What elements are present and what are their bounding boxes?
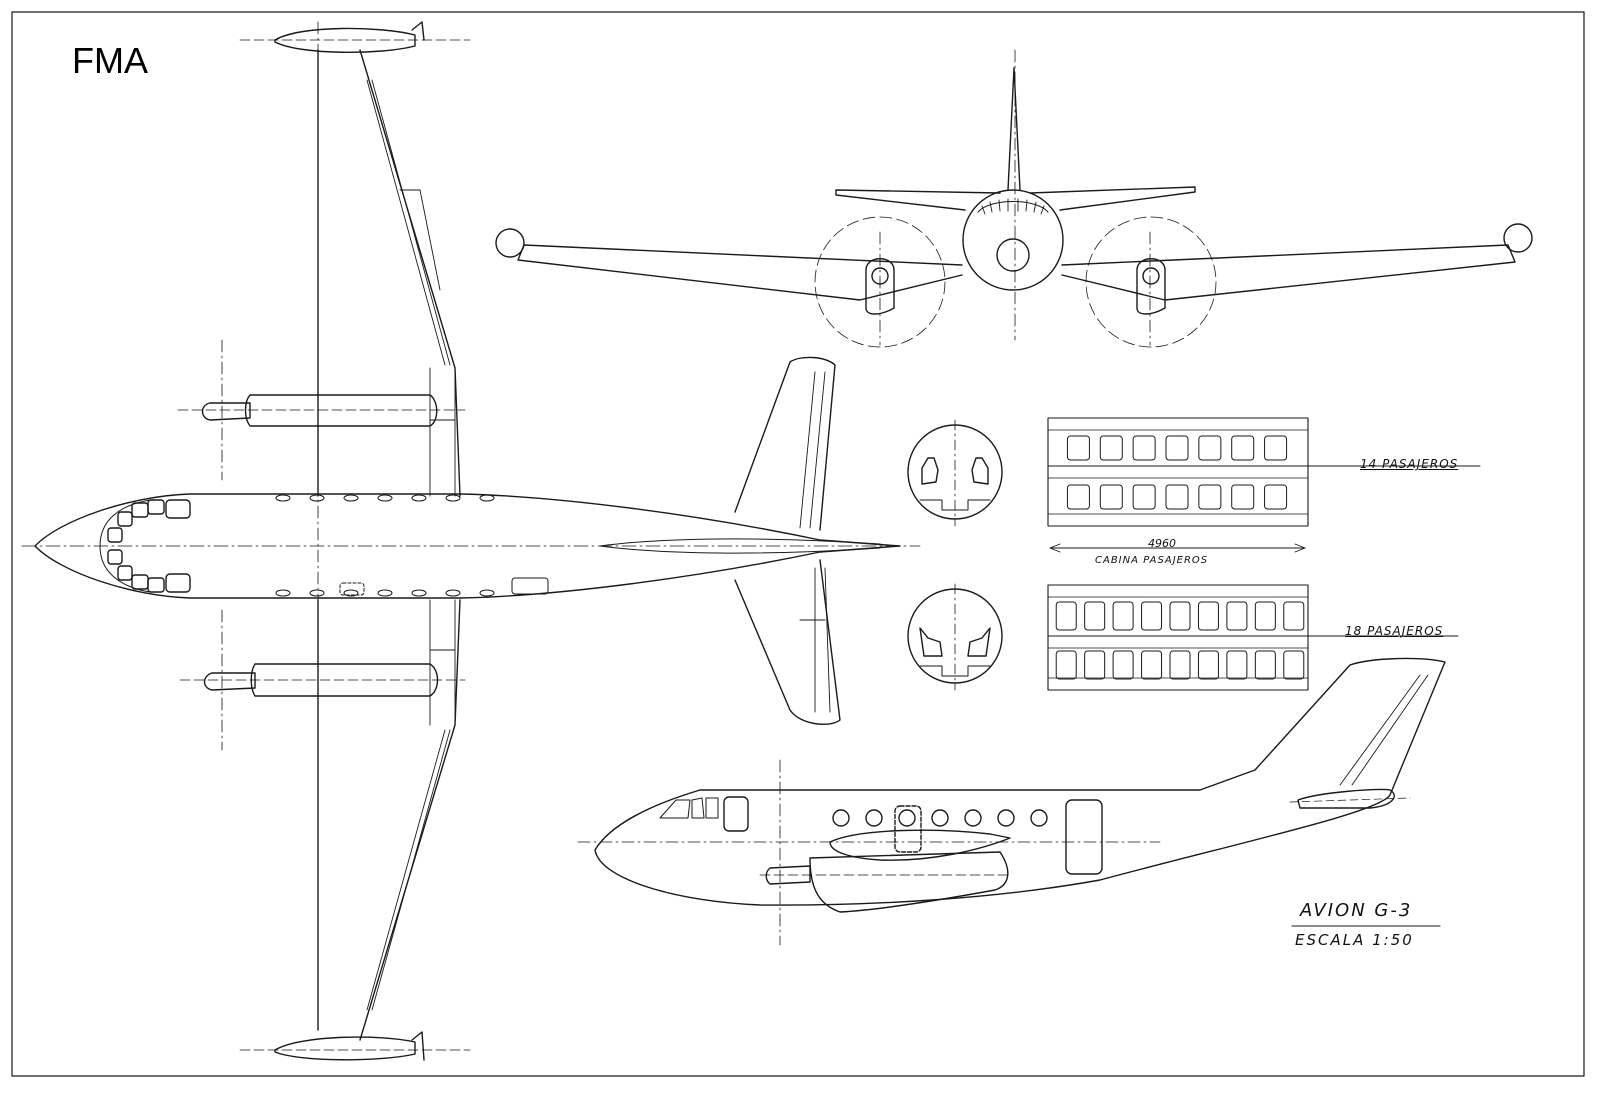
plan-fuselage — [35, 494, 900, 598]
seat — [1265, 436, 1287, 460]
seat — [1133, 485, 1155, 509]
seat — [1170, 602, 1190, 630]
seat — [1199, 485, 1221, 509]
seat — [1056, 602, 1076, 630]
seat — [1227, 602, 1247, 630]
plan-windows — [276, 495, 548, 596]
drawing-title: AVION G-3 — [1300, 900, 1413, 921]
seat — [1284, 651, 1304, 679]
lower-wing — [240, 600, 470, 1060]
seat — [1227, 651, 1247, 679]
drawing-scale: ESCALA 1:50 — [1295, 931, 1414, 949]
seat — [1113, 651, 1133, 679]
seat — [1255, 651, 1275, 679]
seat — [1100, 436, 1122, 460]
seat — [1166, 436, 1188, 460]
seat — [1113, 602, 1133, 630]
sheet-border — [12, 12, 1584, 1076]
upper-nacelle — [178, 340, 465, 480]
plan-tailplane — [735, 357, 840, 724]
seat — [1232, 485, 1254, 509]
cross-section-18 — [908, 584, 1002, 690]
layout-14-label: 14 PASAJEROS — [1360, 457, 1459, 471]
upper-wing — [240, 22, 470, 496]
front-view — [496, 50, 1532, 347]
seat — [1265, 485, 1287, 509]
cabin-label: CABINA PASAJEROS — [1095, 555, 1209, 566]
seat — [1170, 651, 1190, 679]
seat — [1199, 436, 1221, 460]
seat — [1198, 651, 1218, 679]
plan-view — [22, 22, 920, 1060]
cabin-dimension-value: 4960 — [1148, 537, 1176, 550]
side-view — [578, 658, 1445, 945]
seat — [1056, 651, 1076, 679]
seat — [1198, 602, 1218, 630]
seat — [1067, 485, 1089, 509]
seat — [1133, 436, 1155, 460]
seat — [1232, 436, 1254, 460]
cross-section-14 — [908, 420, 1002, 526]
seat — [1085, 651, 1105, 679]
seat-row-14-top — [1067, 436, 1286, 460]
seat — [1100, 485, 1122, 509]
seat — [1166, 485, 1188, 509]
seat-row-18-bottom — [1056, 651, 1304, 679]
seat — [1255, 602, 1275, 630]
corner-mark: FMA — [72, 40, 148, 81]
cabin-dimension-line — [1050, 544, 1305, 552]
layout-18-label: 18 PASAJEROS — [1345, 624, 1444, 638]
side-windows — [833, 806, 1047, 852]
seat-layout-18 — [1048, 585, 1458, 690]
seat — [1067, 436, 1089, 460]
seat — [1142, 602, 1162, 630]
seat — [1085, 602, 1105, 630]
seat-row-18-top — [1056, 602, 1304, 630]
lower-nacelle — [180, 610, 465, 750]
seat-row-14-bottom — [1067, 485, 1286, 509]
seat — [1284, 602, 1304, 630]
seat-layout-14 — [1048, 418, 1480, 526]
seat — [1142, 651, 1162, 679]
